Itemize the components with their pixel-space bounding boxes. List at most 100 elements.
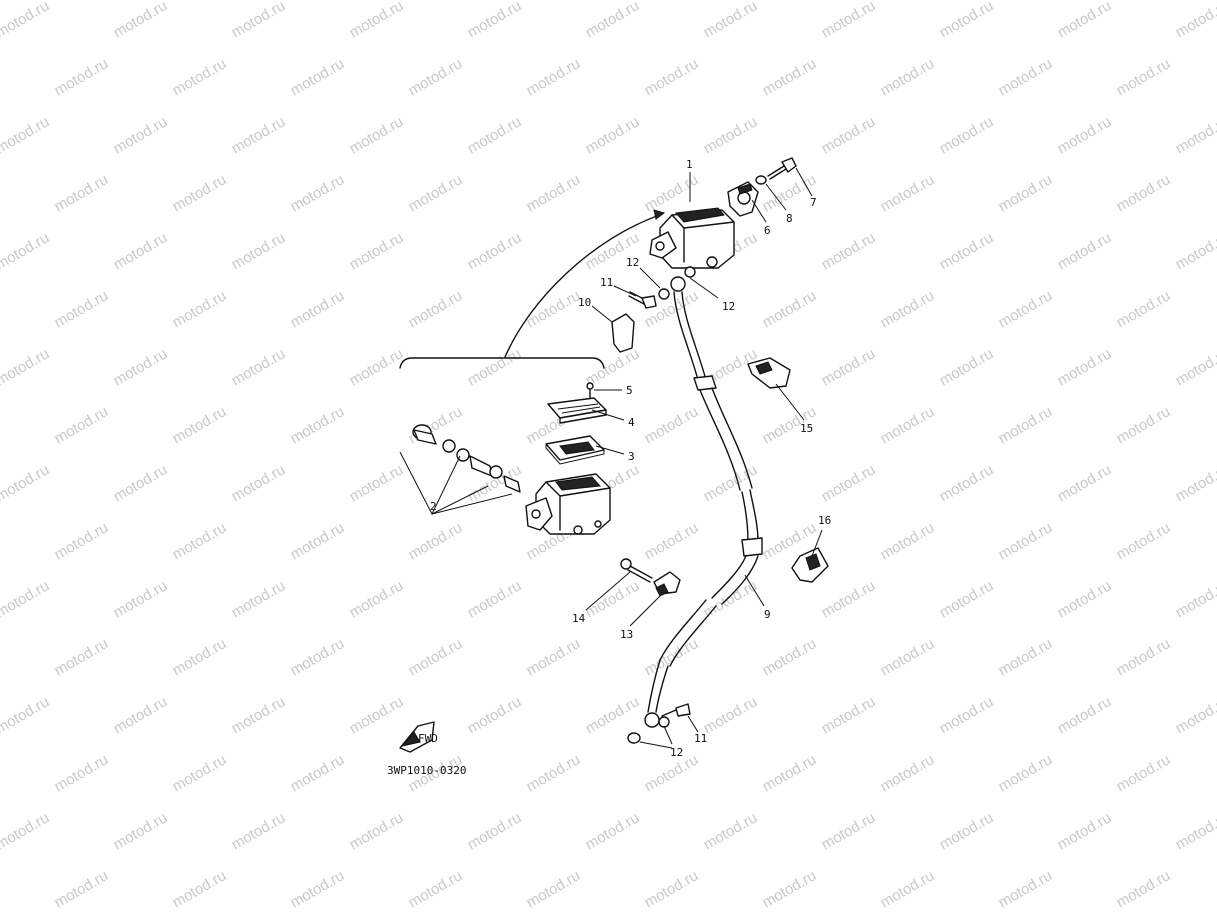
watermark-text: motod.ru xyxy=(1055,577,1115,621)
diagram-code: 3WP1010-0320 xyxy=(387,764,466,777)
watermark-text: motod.ru xyxy=(1173,577,1217,621)
callout-2: 2 xyxy=(430,500,437,513)
watermark-text: motod.ru xyxy=(583,577,643,621)
watermark-text: motod.ru xyxy=(229,113,289,157)
watermark-text: motod.ru xyxy=(937,693,997,737)
watermark-text: motod.ru xyxy=(288,751,348,795)
watermark-text: motod.ru xyxy=(1114,751,1174,795)
watermark-text: motod.ru xyxy=(878,635,938,679)
watermark-text: motod.ru xyxy=(642,519,702,563)
watermark-text: motod.ru xyxy=(288,519,348,563)
watermark-text: motod.ru xyxy=(1173,345,1217,389)
watermark-text: motod.ru xyxy=(406,287,466,331)
watermark-text: motod.ru xyxy=(1055,461,1115,505)
watermark-text: motod.ru xyxy=(347,0,407,41)
watermark-text: motod.ru xyxy=(819,345,879,389)
leader-lines xyxy=(585,167,823,749)
callout-12-top-a: 12 xyxy=(626,256,639,269)
watermark-text: motod.ru xyxy=(288,635,348,679)
watermark-text: motod.ru xyxy=(819,693,879,737)
watermark-text: motod.ru xyxy=(347,577,407,621)
watermark-text: motod.ru xyxy=(996,403,1056,447)
watermark-text: motod.ru xyxy=(1173,113,1217,157)
watermark-text: motod.ru xyxy=(170,403,230,447)
watermark-text: motod.ru xyxy=(819,577,879,621)
banjo-bolt-11-top xyxy=(628,291,657,309)
watermark-text: motod.ru xyxy=(288,55,348,99)
watermark-text: motod.ru xyxy=(1173,229,1217,273)
watermark-text: motod.ru xyxy=(406,171,466,215)
washer-8 xyxy=(755,175,767,185)
watermark-text: motod.ru xyxy=(1114,635,1174,679)
watermark-text: motod.ru xyxy=(0,0,52,41)
callout-5: 5 xyxy=(626,384,633,397)
watermark-text: motod.ru xyxy=(583,809,643,853)
watermark-text: motod.ru xyxy=(701,693,761,737)
watermark-text: motod.ru xyxy=(229,461,289,505)
watermark-text: motod.ru xyxy=(111,577,171,621)
watermark-text: motod.ru xyxy=(347,461,407,505)
watermark-text: motod.ru xyxy=(229,345,289,389)
watermark-text: motod.ru xyxy=(760,751,820,795)
watermark-text: motod.ru xyxy=(465,113,525,157)
watermark-text: motod.ru xyxy=(229,577,289,621)
forward-arrow-icon: FWD xyxy=(399,721,438,753)
watermark-text: motod.ru xyxy=(52,55,112,99)
watermark-text: motod.ru xyxy=(52,403,112,447)
callout-12-top-b: 12 xyxy=(722,300,735,313)
watermark-text: motod.ru xyxy=(819,229,879,273)
hose-holder-13 xyxy=(653,571,681,597)
watermark-text: motod.ru xyxy=(465,577,525,621)
callout-15: 15 xyxy=(800,422,813,435)
watermark-text: motod.ru xyxy=(465,345,525,389)
watermark-text: motod.ru xyxy=(1055,693,1115,737)
exploded-view-leader xyxy=(504,213,663,358)
washer-12-top-left xyxy=(658,288,670,300)
watermark-text: motod.ru xyxy=(288,403,348,447)
watermark-text: motod.ru xyxy=(701,0,761,41)
watermark-text: motod.ru xyxy=(524,635,584,679)
watermark-text: motod.ru xyxy=(642,867,702,911)
watermark-text: motod.ru xyxy=(1173,461,1217,505)
watermark-text: motod.ru xyxy=(937,577,997,621)
watermark-text: motod.ru xyxy=(1055,345,1115,389)
watermark-text: motod.ru xyxy=(819,113,879,157)
watermark-text: motod.ru xyxy=(288,287,348,331)
watermark-text: motod.ru xyxy=(878,55,938,99)
master-cylinder-body xyxy=(525,473,611,535)
watermark-text: motod.ru xyxy=(583,113,643,157)
watermark-text: motod.ru xyxy=(996,867,1056,911)
watermark-text: motod.ru xyxy=(878,287,938,331)
reservoir-cap-4 xyxy=(547,397,607,424)
watermark-text: motod.ru xyxy=(229,693,289,737)
watermark-text: motod.ru xyxy=(819,461,879,505)
watermark-text: motod.ru xyxy=(760,635,820,679)
watermark-text: motod.ru xyxy=(524,287,584,331)
watermark-text: motod.ru xyxy=(937,0,997,41)
watermark-text: motod.ru xyxy=(0,461,52,505)
watermark-text: motod.ru xyxy=(288,867,348,911)
watermark-text: motod.ru xyxy=(1055,229,1115,273)
watermark-text: motod.ru xyxy=(819,809,879,853)
callout-14: 14 xyxy=(572,612,586,625)
watermark-text: motod.ru xyxy=(0,229,52,273)
watermark-text: motod.ru xyxy=(0,113,52,157)
watermark-text: motod.ru xyxy=(347,693,407,737)
watermark-text: motod.ru xyxy=(1114,519,1174,563)
watermark-text: motod.ru xyxy=(347,345,407,389)
watermark-text: motod.ru xyxy=(996,635,1056,679)
watermark-text: motod.ru xyxy=(347,229,407,273)
watermark-text: motod.ru xyxy=(1173,693,1217,737)
watermark-text: motod.ru xyxy=(642,171,702,215)
watermark-text: motod.ru xyxy=(583,693,643,737)
watermark-text: motod.ru xyxy=(937,229,997,273)
watermark-text: motod.ru xyxy=(760,867,820,911)
fwd-label: FWD xyxy=(418,732,438,745)
watermark-text: motod.ru xyxy=(937,345,997,389)
watermark-text: motod.ru xyxy=(0,345,52,389)
watermark-text: motod.ru xyxy=(996,751,1056,795)
watermark-text: motod.ru xyxy=(170,171,230,215)
watermark-text: motod.ru xyxy=(170,867,230,911)
